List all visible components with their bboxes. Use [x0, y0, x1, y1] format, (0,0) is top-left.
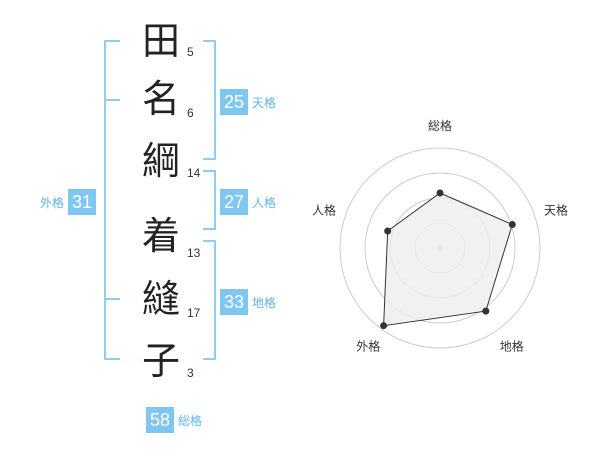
- radar-point-2: [508, 221, 516, 229]
- radar-axis-label-4: 外格: [356, 339, 380, 354]
- chikaku-value: 33: [220, 289, 248, 315]
- jinkaku-value: 27: [220, 189, 248, 215]
- radar-point-1: [436, 189, 444, 197]
- radar-points: [380, 189, 516, 330]
- stroke-count-3: 14: [187, 166, 201, 180]
- name-char-2: 名: [141, 77, 180, 121]
- tenkaku-badge: 25 天格: [220, 89, 276, 115]
- chikaku-label: 地格: [252, 295, 277, 310]
- name-char-1: 田: [141, 19, 180, 63]
- name-char-3: 綱: [141, 139, 180, 183]
- radar-point-5: [384, 227, 392, 235]
- gaikaku-value: 31: [68, 189, 97, 215]
- stroke-count-4: 13: [187, 246, 201, 260]
- radar-ring: [339, 147, 541, 349]
- stroke-count-6: 3: [187, 366, 194, 380]
- soukaku-value: 58: [146, 407, 174, 433]
- tenkaku-label: 天格: [252, 95, 277, 110]
- chikaku-badge: 33 地格: [220, 289, 276, 315]
- jinkaku-badge: 27 人格: [220, 189, 276, 215]
- radar-ring: [364, 172, 516, 324]
- radar-point-3: [482, 307, 490, 315]
- radar-axis-label-1: 総格: [428, 118, 452, 133]
- name-char-6: 子: [141, 339, 180, 383]
- name-char-4: 着: [141, 214, 180, 258]
- stroke-count-2: 6: [187, 106, 194, 120]
- soukaku-badge: 58 総格: [146, 407, 202, 433]
- soukaku-label: 総格: [178, 413, 203, 428]
- gaikaku-label: 外格: [40, 195, 65, 210]
- radar-axis-label-2: 天格: [544, 202, 568, 217]
- tenkaku-value: 25: [220, 89, 248, 115]
- radar-axis-label-5: 人格: [312, 202, 336, 217]
- stroke-count-1: 5: [187, 45, 194, 59]
- radar-point-4: [380, 322, 388, 330]
- name-char-5: 縫: [141, 277, 180, 321]
- jinkaku-label: 人格: [252, 195, 277, 210]
- radar-axis-label-3: 地格: [500, 339, 524, 354]
- gaikaku-badge: 外格 31: [40, 189, 97, 215]
- radar-series-polygon: [383, 192, 513, 327]
- stroke-count-5: 17: [187, 306, 201, 320]
